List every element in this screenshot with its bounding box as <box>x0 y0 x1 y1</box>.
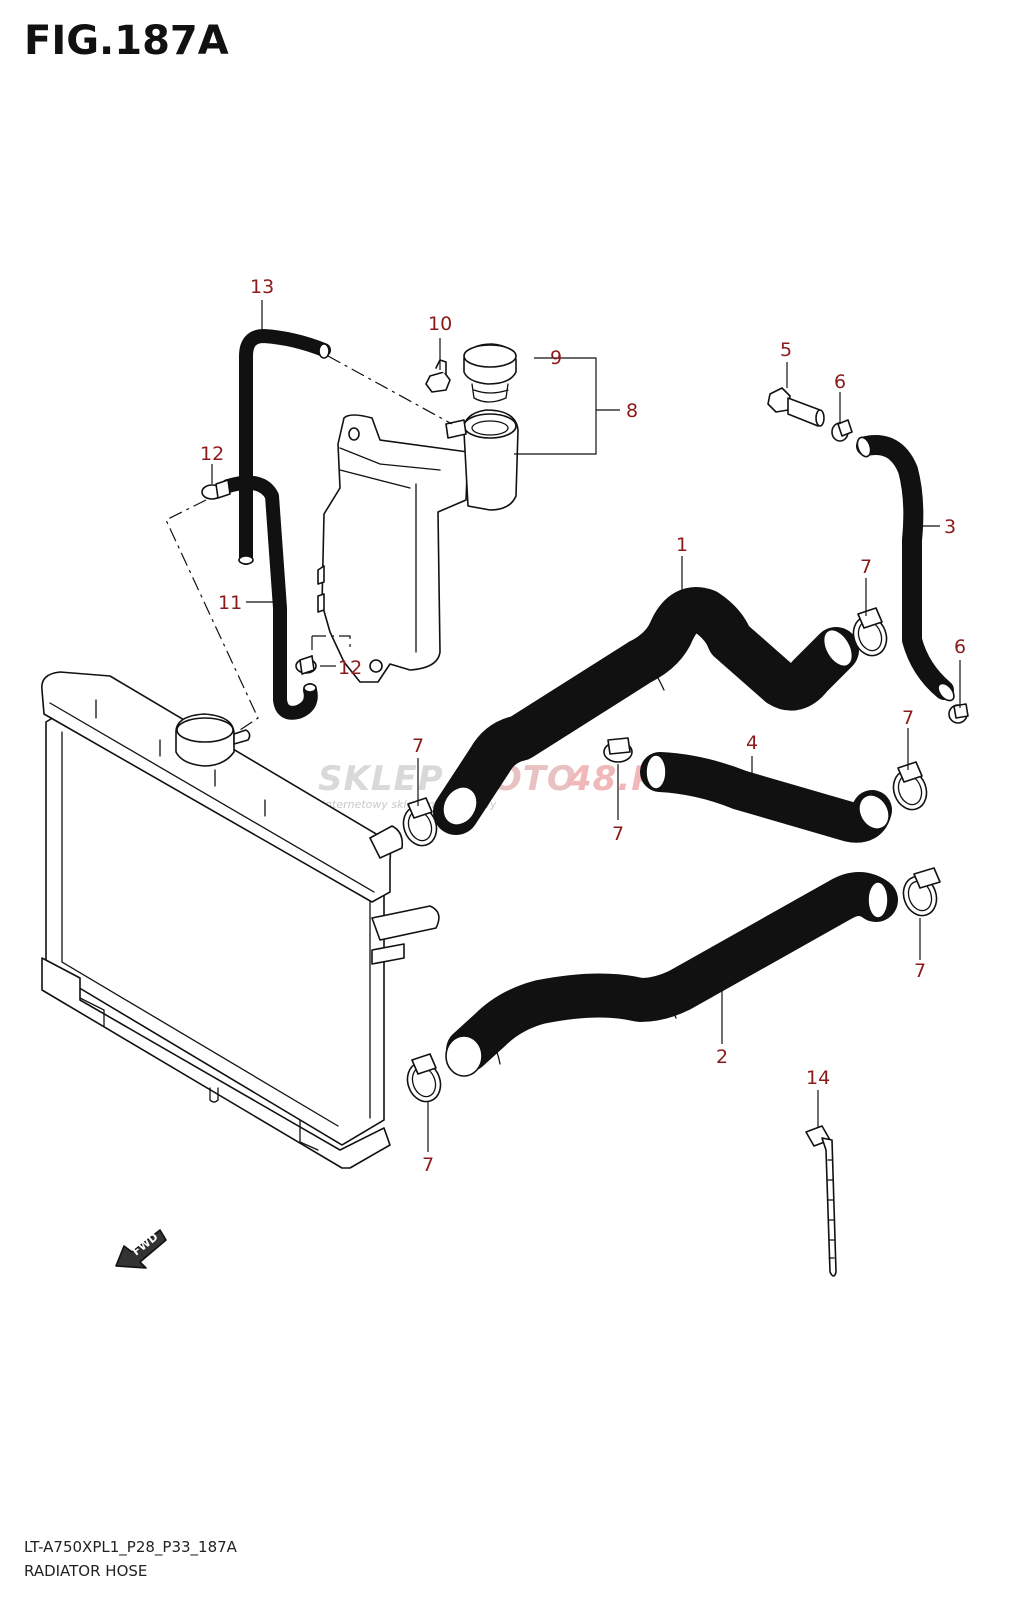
callout-7-a: 7 <box>860 556 872 578</box>
callout-14: 14 <box>806 1067 830 1089</box>
callout-6-lower: 6 <box>954 636 966 658</box>
clamp-7-c <box>603 737 633 763</box>
clip-12-lower <box>295 655 317 675</box>
clamp-7-e <box>902 867 941 917</box>
callout-5: 5 <box>780 339 792 361</box>
clamp-7-a <box>852 607 888 657</box>
callout-4: 4 <box>746 732 758 754</box>
hose-2 <box>445 872 898 1077</box>
radiator-cap <box>175 713 251 767</box>
callout-8: 8 <box>626 400 638 422</box>
callout-7-f: 7 <box>422 1154 434 1176</box>
reservoir-cap <box>463 343 517 403</box>
radiator <box>41 671 440 1169</box>
clamp-7-d <box>892 761 928 811</box>
clamp-6-lower <box>948 703 969 724</box>
callout-11: 11 <box>218 592 242 614</box>
model-code: LT-A750XPL1_P28_P33_187A <box>24 1538 237 1556</box>
callout-2: 2 <box>716 1046 728 1068</box>
hose-4 <box>640 752 892 843</box>
callout-7-e: 7 <box>914 960 926 982</box>
callout-6-upper: 6 <box>834 371 846 393</box>
clamp-7-b <box>402 797 438 847</box>
hose-1 <box>433 587 859 835</box>
callout-7-c: 7 <box>612 823 624 845</box>
callout-9: 9 <box>550 347 562 369</box>
fitting-5 <box>767 387 825 427</box>
callout-10: 10 <box>428 313 452 335</box>
clamp-7-f <box>406 1053 442 1103</box>
clamp-6-upper <box>831 419 853 442</box>
callout-12-lower: 12 <box>338 657 362 679</box>
reservoir-tank <box>317 409 519 683</box>
watermark-text-a: SKLEP <box>318 759 444 799</box>
figure-title: FIG.187A <box>24 18 229 64</box>
callout-13: 13 <box>250 276 274 298</box>
hose-11 <box>221 475 318 720</box>
hose-3 <box>856 435 955 702</box>
leader-lines <box>165 300 961 1152</box>
fwd-arrow: FWD <box>115 1229 167 1269</box>
callout-3: 3 <box>944 516 956 538</box>
callout-numbers: 13 10 9 8 5 6 3 1 7 6 12 11 12 4 7 7 7 2… <box>200 276 966 1176</box>
hose-13 <box>238 329 331 565</box>
bolt-10 <box>425 359 451 393</box>
callout-7-d: 7 <box>902 707 914 729</box>
callout-7-b: 7 <box>412 735 424 757</box>
figure-caption: RADIATOR HOSE <box>24 1562 148 1580</box>
callout-1: 1 <box>676 534 688 556</box>
callout-12-upper: 12 <box>200 443 224 465</box>
clip-12-upper <box>201 479 231 500</box>
cable-tie-14 <box>805 1125 837 1277</box>
